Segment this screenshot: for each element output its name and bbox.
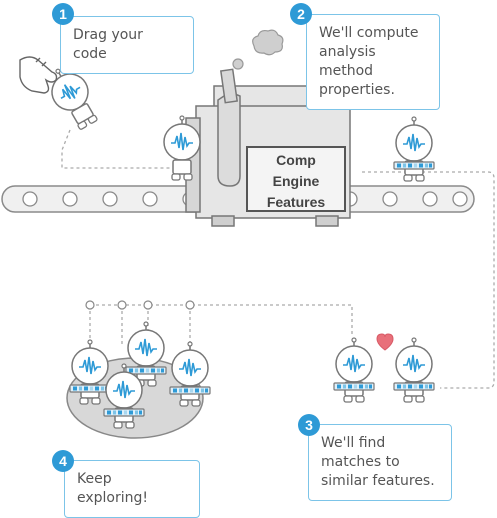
step-4-text: Keep exploring! (77, 471, 149, 506)
engine-label-line3: Features (266, 194, 326, 210)
step-3-badge: 3 (298, 414, 320, 436)
step-1-text: Drag your code (73, 27, 143, 62)
step-2-callout: We'll compute analysis method properties… (306, 14, 440, 110)
step-1-callout: Drag your code (60, 16, 194, 74)
step-4-badge: 4 (52, 450, 74, 472)
smoke (232, 29, 284, 70)
match-bot-left (333, 337, 375, 403)
path-nodes (85, 300, 195, 310)
step-3-callout: We'll find matches to similar features. (308, 424, 452, 501)
match-bot-right (393, 337, 435, 403)
heart-icon (376, 333, 394, 351)
engine-label-line2: Engine (272, 173, 320, 189)
step-1-badge: 1 (52, 3, 74, 25)
engine-label: Comp Engine Features (246, 146, 346, 212)
step-3-text: We'll find matches to similar features. (321, 435, 435, 489)
step-2-text: We'll compute analysis method properties… (319, 25, 419, 98)
pointing-hand-icon (19, 56, 58, 94)
engine-label-line1: Comp (276, 152, 316, 168)
step-2-badge: 2 (290, 3, 312, 25)
step-4-callout: Keep exploring! (64, 460, 200, 518)
